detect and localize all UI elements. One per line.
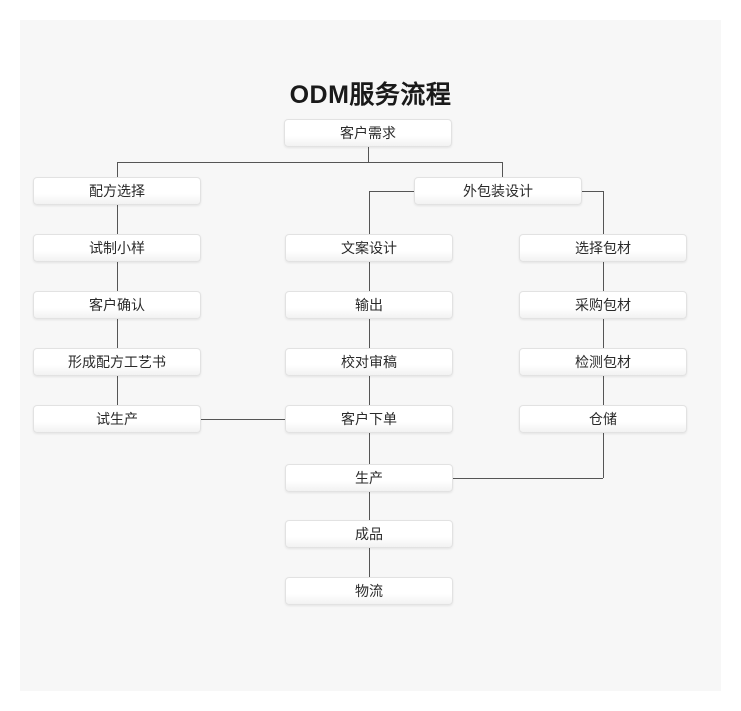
node-label: 选择包材 bbox=[575, 240, 631, 256]
node-label: 输出 bbox=[355, 297, 383, 313]
node-warehousing[interactable]: 仓储 bbox=[519, 405, 687, 433]
node-label: 客户需求 bbox=[340, 125, 396, 141]
node-package-design[interactable]: 外包装设计 bbox=[414, 177, 582, 205]
node-customer-demand[interactable]: 客户需求 bbox=[284, 119, 452, 147]
node-formula-selection[interactable]: 配方选择 bbox=[33, 177, 201, 205]
node-select-packaging[interactable]: 选择包材 bbox=[519, 234, 687, 262]
connector-production-to-finished bbox=[369, 492, 370, 520]
connector-warehouse-down bbox=[603, 433, 604, 478]
diagram-stage: ODM服务流程 客户需求配方选择试制小样客户确认形成配方工艺书试生产 外包装设计文… bbox=[20, 20, 721, 691]
connector-package-to-copy bbox=[369, 191, 370, 234]
node-label: 文案设计 bbox=[341, 240, 397, 256]
node-label: 配方选择 bbox=[89, 183, 145, 199]
node-copy-design[interactable]: 文案设计 bbox=[285, 234, 453, 262]
connector-trial-sample-to-confirm bbox=[117, 262, 118, 291]
connector-finished-to-logistics bbox=[369, 548, 370, 577]
node-purchase-packaging[interactable]: 采购包材 bbox=[519, 291, 687, 319]
node-label: 试制小样 bbox=[89, 240, 145, 256]
node-label: 生产 bbox=[355, 470, 383, 486]
node-production[interactable]: 生产 bbox=[285, 464, 453, 492]
connector-demand-to-formula bbox=[117, 162, 118, 177]
connector-demand-split-h bbox=[117, 162, 502, 163]
node-label: 客户下单 bbox=[341, 411, 397, 427]
connector-warehouse-to-production bbox=[453, 478, 603, 479]
connector-output-to-proof bbox=[369, 319, 370, 348]
node-label: 试生产 bbox=[96, 411, 138, 427]
connector-trial-production-to-order bbox=[201, 419, 285, 420]
node-customer-order[interactable]: 客户下单 bbox=[285, 405, 453, 433]
connector-copy-to-output bbox=[369, 262, 370, 291]
connector-purchase-to-inspect bbox=[603, 319, 604, 348]
connector-inspect-to-warehouse bbox=[603, 376, 604, 405]
node-label: 校对审稿 bbox=[341, 354, 397, 370]
node-formula-process-doc[interactable]: 形成配方工艺书 bbox=[33, 348, 201, 376]
connector-package-to-select bbox=[603, 191, 604, 234]
node-trial-production[interactable]: 试生产 bbox=[33, 405, 201, 433]
node-label: 成品 bbox=[355, 526, 383, 542]
connector-doc-to-trial-production bbox=[117, 376, 118, 405]
node-proofreading[interactable]: 校对审稿 bbox=[285, 348, 453, 376]
node-label: 物流 bbox=[355, 583, 383, 599]
page-title: ODM服务流程 bbox=[289, 81, 452, 109]
connector-demand-to-left-top bbox=[368, 147, 369, 162]
connector-confirm-to-doc bbox=[117, 319, 118, 348]
node-label: 采购包材 bbox=[575, 297, 631, 313]
connector-select-to-purchase bbox=[603, 262, 604, 291]
node-label: 外包装设计 bbox=[463, 183, 533, 199]
node-label: 形成配方工艺书 bbox=[68, 354, 166, 370]
node-customer-confirm[interactable]: 客户确认 bbox=[33, 291, 201, 319]
node-trial-sample[interactable]: 试制小样 bbox=[33, 234, 201, 262]
connector-formula-to-trial-sample bbox=[117, 205, 118, 234]
node-label: 检测包材 bbox=[575, 354, 631, 370]
node-label: 客户确认 bbox=[89, 297, 145, 313]
node-finished-product[interactable]: 成品 bbox=[285, 520, 453, 548]
connector-proof-to-order bbox=[369, 376, 370, 405]
node-logistics[interactable]: 物流 bbox=[285, 577, 453, 605]
node-output[interactable]: 输出 bbox=[285, 291, 453, 319]
connector-demand-to-package bbox=[502, 162, 503, 177]
connector-order-to-production bbox=[369, 433, 370, 464]
node-label: 仓储 bbox=[589, 411, 617, 427]
node-inspect-packaging[interactable]: 检测包材 bbox=[519, 348, 687, 376]
